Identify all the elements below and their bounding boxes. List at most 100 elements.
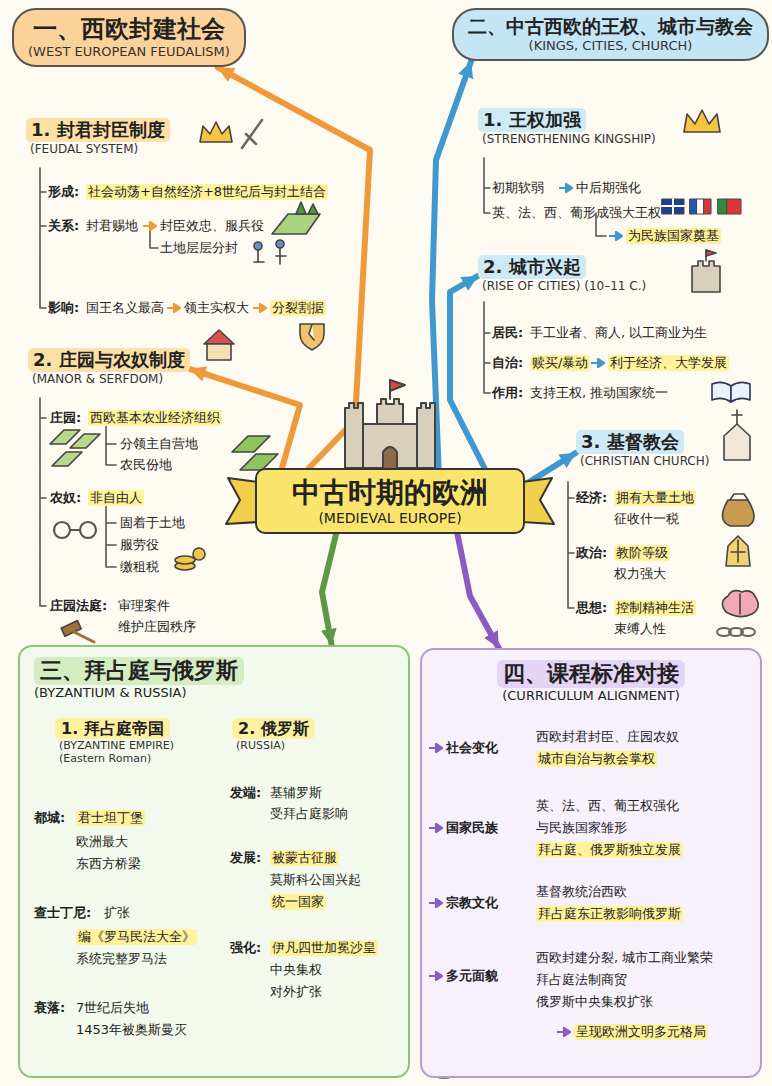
subheading-text: (RISE OF CITIES) (10–11 C.) — [478, 279, 646, 293]
subheading-text: (STRENGTHENING KINGSHIP) — [478, 132, 656, 146]
subsection-heading: 2. 庄园与农奴制度(MANOR & SERFDOM) — [28, 348, 190, 386]
house-icon — [204, 330, 234, 360]
subheading-text: (KINGS, CITIES, CHURCH) — [468, 38, 753, 54]
subheading-text: (MANOR & SERFDOM) — [28, 372, 190, 386]
arrow-label: 多元面貌 — [428, 968, 498, 984]
church-icon — [724, 410, 750, 460]
note-text: 与民族国家雏形 — [536, 820, 627, 836]
row-key: 社会变化 — [446, 740, 498, 756]
broken-shield-icon — [300, 324, 324, 350]
row-key: 庄园: — [50, 410, 81, 426]
inline-arrow — [428, 898, 444, 908]
subsection-heading: 3. 基督教会(CHRISTIAN CHURCH) — [576, 430, 709, 468]
note-text: 为民族国家奠基 — [626, 228, 721, 244]
arrow-label: 利于经济、大学发展 — [590, 355, 729, 371]
branch-arrow — [322, 534, 336, 645]
note-text: 拜占庭东正教影响俄罗斯 — [536, 906, 683, 922]
note-text: 手工业者、商人, 以工商业为生 — [530, 325, 707, 341]
subheading-text: (FEUDAL SYSTEM) — [26, 142, 170, 156]
row-key: 自治: — [492, 355, 523, 371]
heading-text: 1. 王权加强 — [478, 108, 586, 132]
row-key: 衰落: — [34, 1000, 65, 1016]
note-text: 系统完整罗马法 — [76, 951, 167, 967]
subsection-heading: 1. 封君封臣制度(FEUDAL SYSTEM) — [26, 118, 170, 156]
note-text: 封臣效忠、服兵役 — [160, 218, 264, 234]
row-key: 作用: — [492, 385, 523, 401]
crown-icon — [684, 110, 720, 132]
arrow-label: 国家民族 — [428, 820, 498, 836]
note-text: 初期软弱 — [492, 180, 544, 196]
note-text: 领主实权大 — [184, 300, 249, 316]
arrow-label: 宗教文化 — [428, 895, 498, 911]
subsection-heading: 1. 王权加强(STRENGTHENING KINGSHIP) — [478, 108, 656, 146]
chain-icon — [717, 628, 755, 636]
note-text: 东西方桥梁 — [76, 856, 141, 872]
note-text: 英、法、西、葡形成强大王权 — [492, 205, 661, 221]
inline-arrow — [608, 231, 624, 241]
subheading-text: (MEDIEVAL EUROPE) — [265, 510, 515, 527]
note-text: 教阶等级 — [614, 545, 670, 561]
row-key: 国家民族 — [446, 820, 498, 836]
note-text: 利于经济、大学发展 — [608, 355, 729, 371]
note-text: 赎买/暴动 — [530, 355, 590, 371]
heading-text: 三、拜占庭与俄罗斯 — [34, 657, 244, 685]
inline-arrow — [428, 743, 444, 753]
subheading-text: (CHRISTIAN CHURCH) — [576, 454, 709, 468]
inline-arrow — [428, 971, 444, 981]
crown-sword-icon — [200, 120, 262, 148]
note-text: 固着于土地 — [120, 515, 185, 531]
note-text: 缴租税 — [120, 559, 159, 575]
note-text: 欧洲最大 — [76, 834, 128, 850]
section-heading: 一、西欧封建社会(WEST EUROPEAN FEUDALISM) — [12, 8, 246, 67]
inline-arrow — [558, 183, 574, 193]
note-text: 俄罗斯中央集权扩张 — [536, 994, 653, 1010]
row-key: 影响: — [48, 300, 79, 316]
subheading-text: (WEST EUROPEAN FEUDALISM) — [28, 44, 230, 60]
note-text: 封君赐地 — [86, 218, 138, 234]
row-key: 发展: — [230, 850, 261, 866]
row-key: 关系: — [48, 218, 79, 234]
section-heading: 二、中古西欧的王权、城市与教会(KINGS, CITIES, CHURCH) — [452, 8, 769, 61]
note-text: 西欧封君封臣、庄园农奴 — [536, 729, 679, 745]
note-text: 扩张 — [104, 905, 130, 921]
note-text: 呈现欧洲文明多元格局 — [574, 1024, 708, 1040]
note-text: 君士坦丁堡 — [76, 810, 145, 826]
row-key: 政治: — [576, 545, 607, 561]
city-icon — [692, 250, 720, 292]
brain-icon — [722, 591, 758, 617]
book-icon — [712, 382, 750, 402]
note-text: 拥有大量土地 — [614, 490, 696, 506]
subheading-text: (Eastern Roman) — [55, 752, 174, 765]
arrow-label: 社会变化 — [428, 740, 498, 756]
branch-arrow — [458, 534, 499, 648]
note-text: 分领主自营地 — [120, 436, 198, 452]
note-text: 1453年被奥斯曼灭 — [76, 1022, 187, 1038]
note-text: 被蒙古征服 — [270, 850, 339, 866]
subheading-text: (BYZANTIUM & RUSSIA) — [34, 685, 187, 701]
heading-text: 2. 庄园与农奴制度 — [28, 348, 190, 372]
arrow-label: 为民族国家奠基 — [608, 228, 721, 244]
heading-text: 2. 俄罗斯 — [232, 718, 315, 739]
row-key: 强化: — [230, 940, 261, 956]
note-text: 编《罗马民法大全》 — [76, 929, 197, 945]
note-text: 基辅罗斯 — [270, 785, 322, 801]
row-key: 都城: — [34, 810, 65, 826]
section-box: 四、课程标准对接(CURRICULUM ALIGNMENT) — [420, 648, 762, 1078]
heading-text: 3. 基督教会 — [576, 430, 684, 454]
note-text: 伊凡四世加冕沙皇 — [270, 940, 378, 956]
kneeling-figures-icon — [254, 240, 286, 264]
row-key: 思想: — [576, 600, 607, 616]
row-key: 宗教文化 — [446, 895, 498, 911]
row-key: 庄园法庭: — [50, 598, 107, 614]
note-text: 土地层层分封 — [160, 240, 238, 256]
ribbon-tail — [522, 478, 554, 524]
note-text: 7世纪后失地 — [76, 1000, 149, 1016]
inline-arrow — [142, 221, 158, 231]
inline-arrow — [590, 358, 606, 368]
arrow-label: 呈现欧洲文明多元格局 — [556, 1024, 708, 1040]
coins-icon — [175, 548, 205, 570]
note-text: 束缚人性 — [614, 621, 666, 637]
subheading-text: (CURRICULUM ALIGNMENT) — [502, 688, 680, 704]
row-key: 查士丁尼: — [34, 905, 91, 921]
arrow-label: 领主实权大 — [166, 300, 249, 316]
